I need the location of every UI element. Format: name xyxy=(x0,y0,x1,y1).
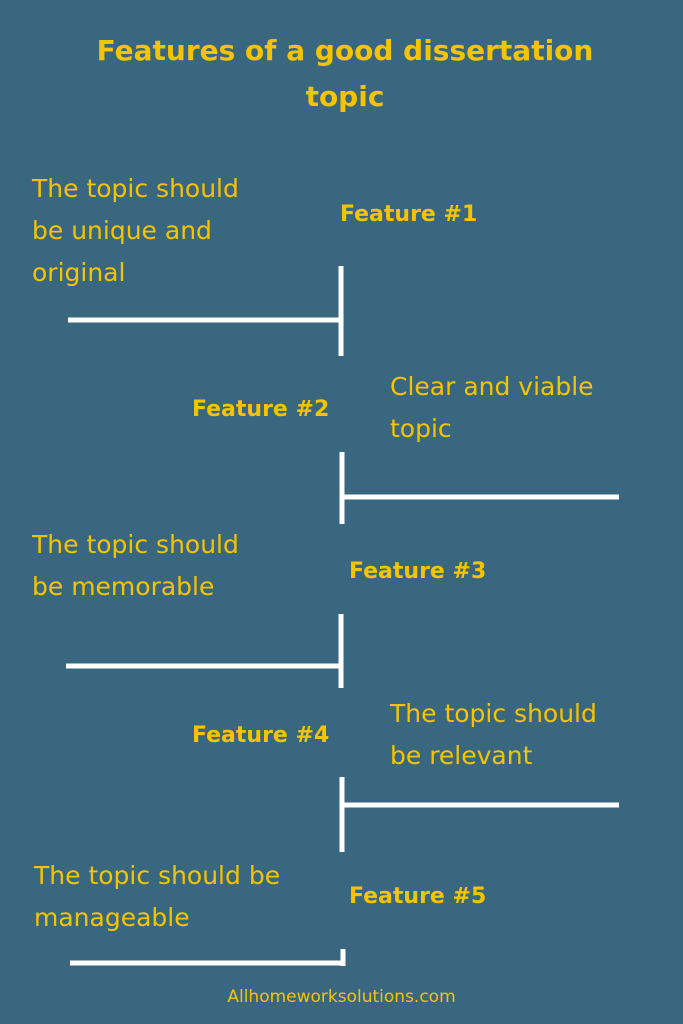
feature-3-label: Feature #3 xyxy=(349,559,487,584)
feature-5-label: Feature #5 xyxy=(349,884,487,909)
feature-2-description: Clear and viable topic xyxy=(390,372,594,443)
feature-1-description: The topic should be unique and original xyxy=(32,174,239,287)
feature-3-description: The topic should be memorable xyxy=(32,530,239,601)
feature-2-label: Feature #2 xyxy=(192,397,330,422)
feature-5-description: The topic should be manageable xyxy=(34,861,281,932)
feature-1-label: Feature #1 xyxy=(340,202,478,227)
feature-4-description: The topic should be relevant xyxy=(390,699,597,770)
feature-4-label: Feature #4 xyxy=(192,723,330,748)
footer-site-name: Allhomeworksolutions.com xyxy=(227,987,456,1007)
page-title: Features of a good dissertation topic xyxy=(96,34,594,113)
